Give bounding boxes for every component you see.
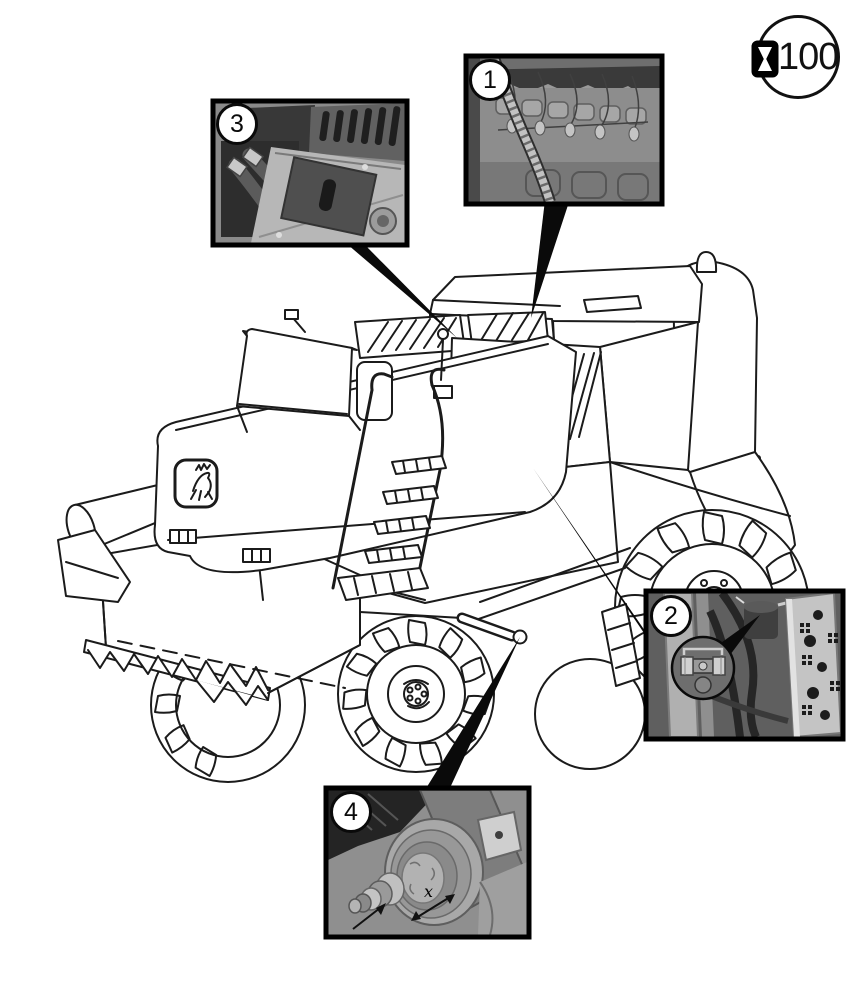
callout-number: 2 bbox=[664, 601, 678, 630]
engine-hood bbox=[153, 335, 577, 574]
callout-wedges bbox=[340, 200, 652, 790]
dimension-label-x: x bbox=[424, 882, 434, 901]
callout-badge-3: 3 bbox=[216, 103, 258, 145]
interval-value: 100 bbox=[778, 35, 839, 78]
callout-line-4 bbox=[425, 637, 520, 790]
photo-inset-3-deck bbox=[210, 98, 410, 248]
sensor-body bbox=[735, 596, 795, 639]
magnifier-pointer bbox=[718, 615, 760, 655]
service-interval-symbol: 100 bbox=[750, 13, 844, 105]
photo-inset-1-engine bbox=[463, 53, 665, 207]
brand-logo bbox=[173, 458, 219, 509]
front-wheel bbox=[337, 615, 495, 773]
cab bbox=[236, 309, 453, 433]
ladder bbox=[331, 367, 447, 601]
hourglass-icon bbox=[750, 39, 780, 79]
callout-line-2 bbox=[533, 468, 652, 645]
grain-tank-deck bbox=[429, 265, 703, 342]
callout-line-3 bbox=[340, 238, 457, 338]
callout-badge-1: 1 bbox=[469, 59, 511, 101]
callout-number: 4 bbox=[344, 797, 358, 826]
callout-line-1 bbox=[531, 200, 569, 318]
callout-number: 3 bbox=[230, 109, 244, 138]
photo-inset-2-fitting bbox=[643, 588, 846, 742]
feeder-house bbox=[83, 527, 361, 706]
callout-number: 1 bbox=[483, 65, 497, 94]
annotation-marks bbox=[352, 894, 455, 930]
magnifier-detail bbox=[670, 635, 736, 701]
photo-inset-4-pulley bbox=[323, 785, 532, 940]
callout-badge-2: 2 bbox=[650, 595, 692, 637]
callout-badge-4: 4 bbox=[330, 791, 372, 833]
